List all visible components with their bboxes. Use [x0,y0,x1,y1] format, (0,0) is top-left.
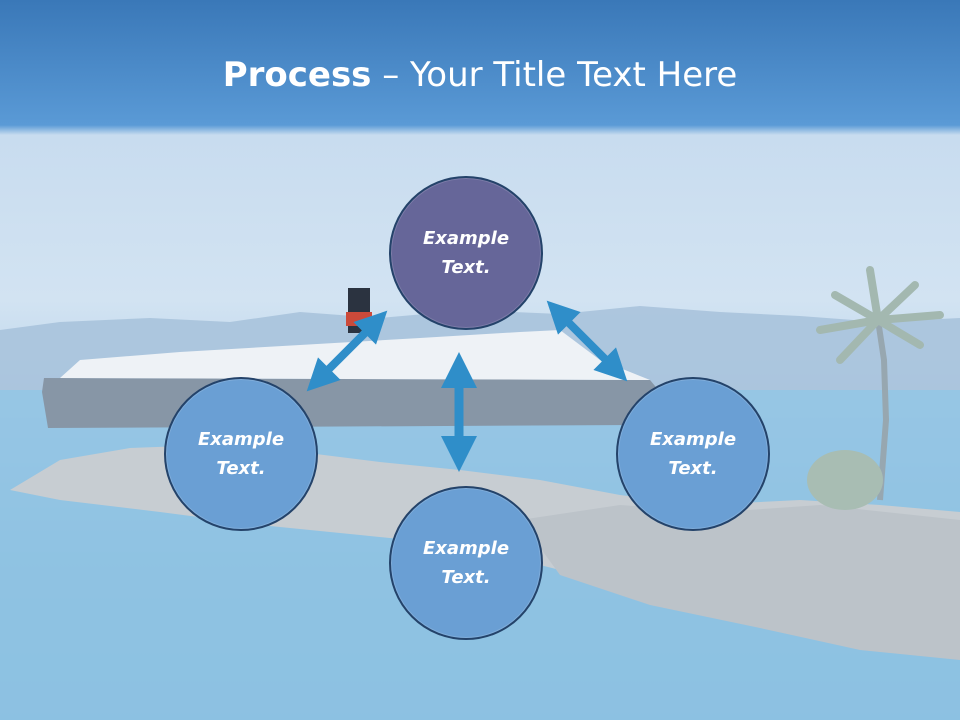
node-top-label: Example Text. [422,228,510,278]
slide-title: Process – Your Title Text Here [0,52,960,98]
title-bold: Process [222,55,372,95]
title-rest: – Your Title Text Here [371,55,738,95]
arrow-top-left [306,310,388,392]
node-bottom-label: Example Text. [422,538,510,588]
node-bottom: Example Text. [389,486,543,640]
arrow-top-right [546,300,628,382]
node-top: Example Text. [389,176,543,330]
node-right: Example Text. [616,377,770,531]
node-right-label: Example Text. [649,429,737,479]
node-left-label: Example Text. [197,429,285,479]
node-left: Example Text. [164,377,318,531]
